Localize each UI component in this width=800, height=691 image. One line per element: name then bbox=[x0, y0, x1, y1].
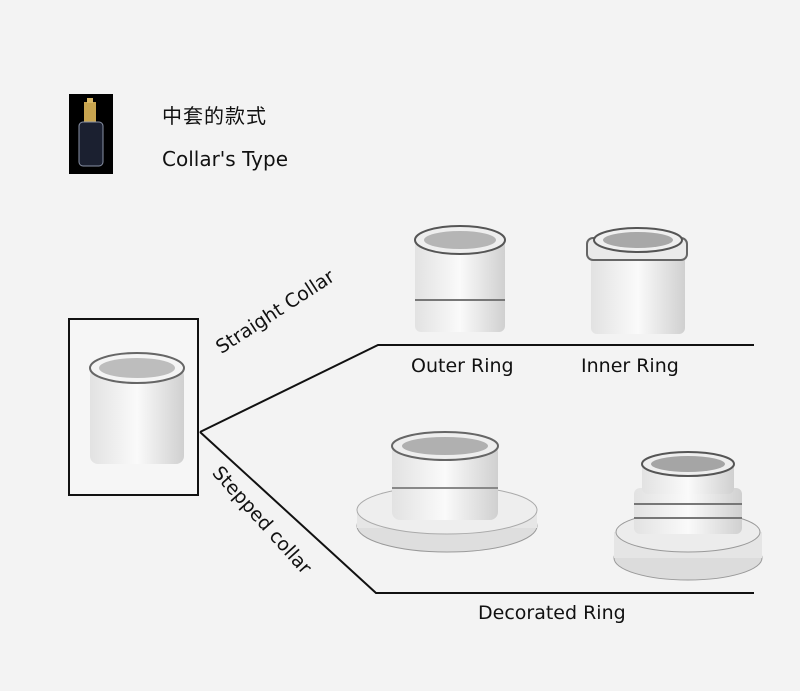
decorated-ring-label: Decorated Ring bbox=[478, 602, 626, 624]
plain-collar-frame bbox=[68, 318, 199, 496]
perfume-bottle-thumbnail bbox=[69, 94, 113, 174]
decorated-ring-stepped-image bbox=[613, 451, 763, 581]
inner-ring-image bbox=[586, 227, 688, 334]
outer-ring-image bbox=[414, 225, 506, 332]
title-english: Collar's Type bbox=[162, 147, 289, 171]
outer-ring-label: Outer Ring bbox=[411, 355, 514, 377]
plain-collar-image bbox=[89, 352, 185, 464]
inner-ring-label: Inner Ring bbox=[581, 355, 679, 377]
decorated-ring-flange-image bbox=[356, 431, 538, 553]
title-chinese: 中套的款式 bbox=[162, 104, 267, 128]
